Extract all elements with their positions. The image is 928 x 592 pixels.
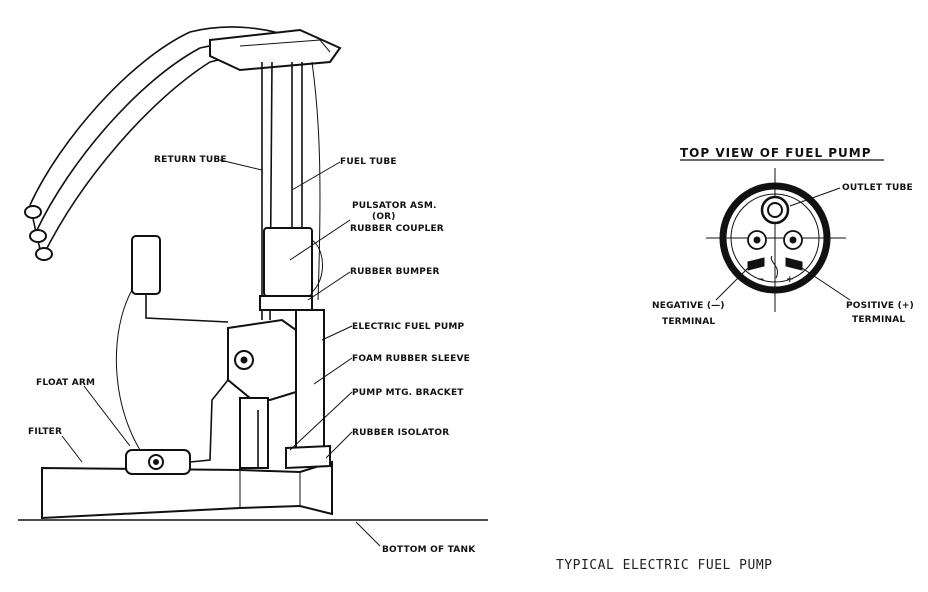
label-negative-2: TERMINAL [662,317,715,327]
tank-base-edges [239,470,301,508]
port-left-center [753,236,761,244]
label-foam-rubber-sleeve: FOAM RUBBER SLEEVE [352,354,470,364]
filter-port-center [153,459,159,465]
tube-end-3 [35,247,53,261]
port-right-center [789,236,797,244]
outlet-tube-bore [767,202,783,218]
label-rubber-bumper: RUBBER BUMPER [350,267,440,277]
rubber-isolator [285,444,331,470]
tube-upper-2 [35,41,301,233]
tube-upper-1 [29,26,301,206]
float-arc [115,289,141,451]
label-outlet-tube: OUTLET TUBE [842,183,913,193]
float [131,235,161,295]
label-pulsator-1: PULSATOR ASM. [352,201,437,211]
leader-lines [61,159,381,547]
filter-tube [189,379,229,463]
label-float-arm: FLOAT ARM [36,378,95,388]
top-view-title: TOP VIEW OF FUEL PUMP [680,146,872,160]
label-fuel-tube: FUEL TUBE [340,157,397,167]
flange-detail [239,39,331,53]
terminal-separator [770,255,778,279]
fuel-tube [291,62,303,228]
label-return-tube: RETURN TUBE [154,155,227,165]
positive-terminal [785,257,803,271]
label-positive-2: TERMINAL [852,315,905,325]
bracket-bolt-center [240,356,248,364]
sender-top-flange [209,28,342,72]
pump-assembly-drawing [18,26,488,521]
top-view: TOP VIEW OF FUEL PUMP − + OUTLET TUBE NE… [652,146,914,327]
pulsator-side [311,239,323,293]
label-pulsator-3: RUBBER COUPLER [350,224,444,234]
label-positive-1: POSITIVE (+) [846,301,914,311]
label-pump-mtg-bracket: PUMP MTG. BRACKET [352,388,464,398]
pump-body [295,309,325,461]
tube-end-1 [24,205,42,219]
float-rod [145,294,229,323]
label-bottom-of-tank: BOTTOM OF TANK [382,545,476,555]
tank-base [41,460,333,520]
label-rubber-isolator: RUBBER ISOLATOR [352,428,449,438]
wire-lead [311,61,321,301]
label-electric-fuel-pump: ELECTRIC FUEL PUMP [352,322,465,332]
figure-caption: TYPICAL ELECTRIC FUEL PUMP [556,558,773,573]
rubber-bumper [259,295,313,311]
plus-sign: + [786,275,794,285]
bracket-leg [239,397,269,469]
tube-end-2 [29,229,47,243]
negative-terminal [747,257,765,271]
minus-sign: − [757,275,765,285]
outlet-tube [760,195,790,225]
pulsator [263,227,313,297]
pump-bracket-housing [227,318,297,402]
label-negative-1: NEGATIVE (—) [652,301,725,311]
label-pulsator-2: (OR) [372,212,396,222]
label-filter: FILTER [28,427,62,437]
